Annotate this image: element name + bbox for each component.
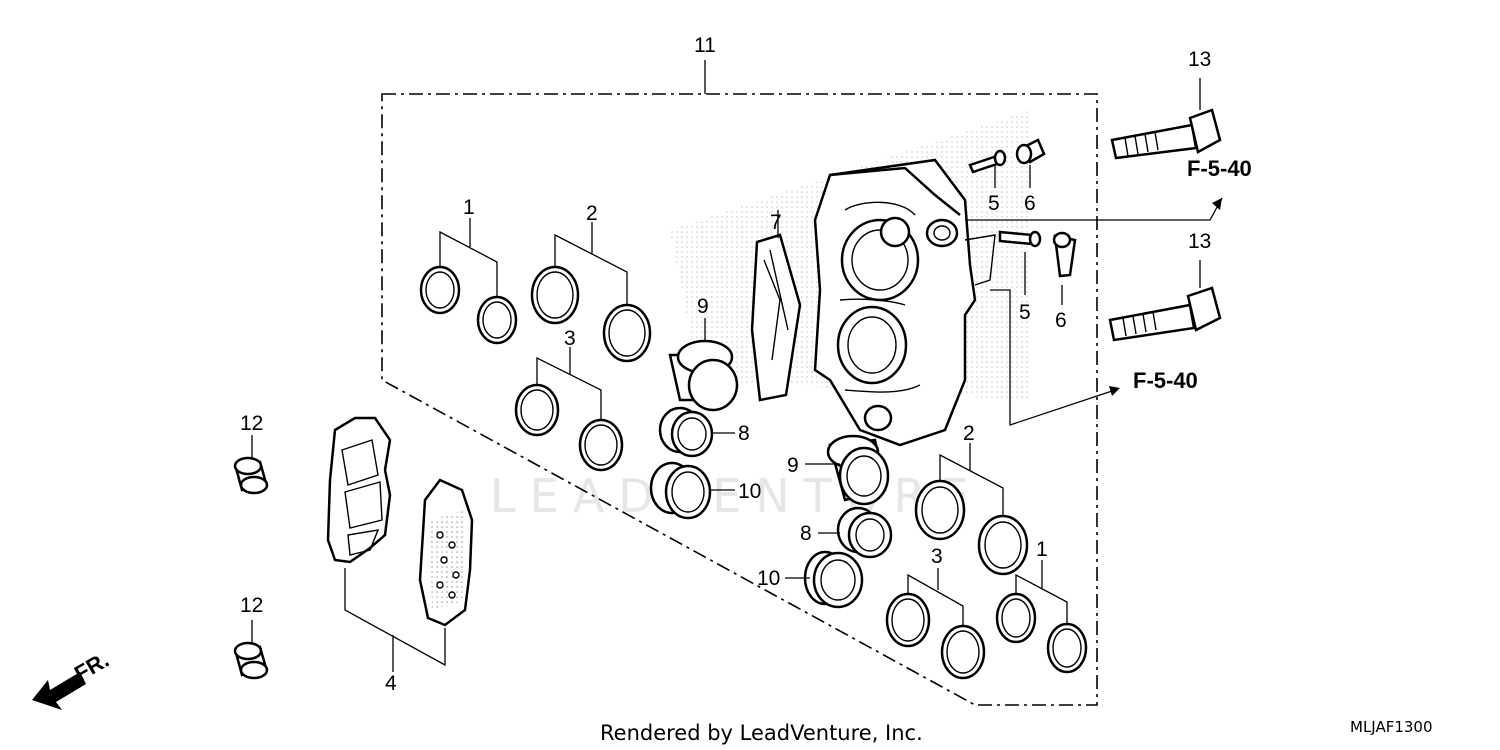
front-arrow-icon [32,672,86,710]
bleeder-screw-5-top [968,149,1007,174]
callout-1-top: 1 [463,196,475,219]
piston-seal-1-lower [995,592,1088,674]
piston-8-top [658,406,714,458]
piston-9-top [668,339,739,412]
dust-seal-3-top [514,383,624,472]
callout-9-lower: 9 [787,454,799,477]
bleeder-cap-6-mid [1052,231,1077,278]
piston-9-lower [826,434,890,506]
watermark: LEADVENTURE [490,469,983,523]
bushing-12-bottom [233,641,269,680]
bolt-13-top [1110,108,1222,160]
callout-6-top: 6 [1024,192,1036,215]
callout-10-lower: 10 [757,567,780,590]
callout-8-lower: 8 [800,522,812,545]
callout-3-top: 3 [564,327,576,350]
piston-8-lower [836,506,893,559]
ref-label-top: F-5-40 [1187,156,1252,181]
brake-pad-4-left [326,416,392,564]
callout-13-top: 13 [1188,48,1211,71]
callout-5-mid: 5 [1019,301,1031,324]
bleeder-cap-6-top [1015,138,1046,165]
piston-10-top [649,461,712,520]
piston-seal-2-lower [914,479,1029,576]
callout-3-lower: 3 [931,545,943,568]
piston-10-lower [803,550,864,609]
bleeder-screw-5-mid [998,230,1042,248]
piston-seal-2-top [530,265,652,363]
callout-8-top: 8 [738,422,750,445]
callout-1-lower: 1 [1036,538,1048,561]
callout-7: 7 [770,211,782,234]
callout-10-top: 10 [738,480,761,503]
callout-4: 4 [385,672,397,695]
pad-spring-7 [750,233,802,402]
callout-11: 11 [694,34,716,57]
assembly-boundary [381,93,1098,706]
callout-2-top: 2 [586,202,598,225]
callout-12-top: 12 [240,412,263,435]
callout-2-lower: 2 [963,422,975,445]
callout-9-top: 9 [697,295,709,318]
ref-label-bottom: F-5-40 [1133,368,1198,393]
callout-12-bottom: 12 [240,594,263,617]
brake-pad-4-right [418,478,474,627]
footer-credit: Rendered by LeadVenture, Inc. [600,721,923,745]
callout-5-top: 5 [988,192,1000,215]
callout-13-bottom: 13 [1188,230,1211,253]
piston-seal-1-top [419,265,518,345]
bolt-13-bottom [1108,286,1222,342]
callout-6-mid: 6 [1055,309,1067,332]
caliper-body [813,158,996,447]
diagram-code: MLJAF1300 [1350,718,1433,736]
bushing-12-top [233,456,269,495]
